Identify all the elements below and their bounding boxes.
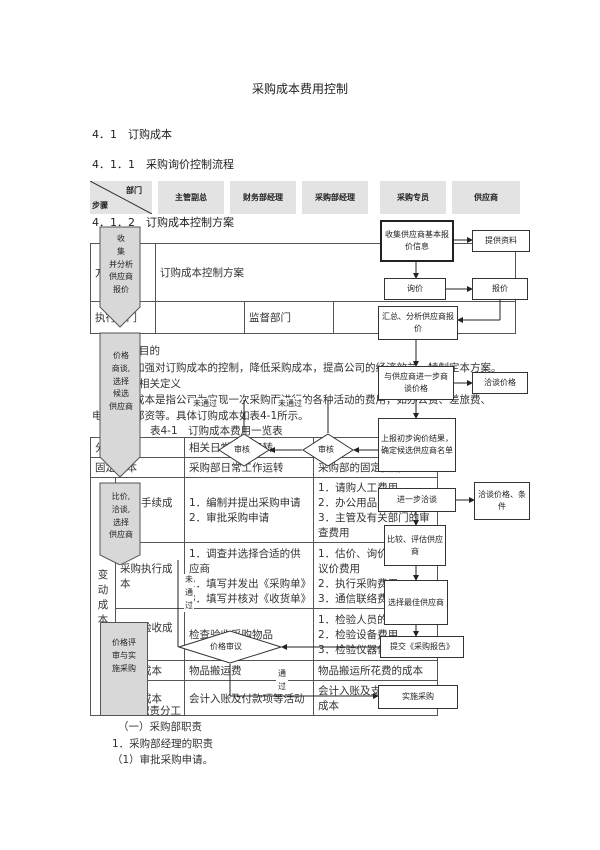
cost-cell: 物品搬运所花费的成本	[313, 660, 438, 681]
step-further-negotiate: 进一步洽谈	[378, 488, 456, 512]
step-implement-purchase: 实施采购	[378, 685, 458, 709]
label-not-passed-3: 未通过	[184, 574, 194, 613]
label-not-passed-2: 未通过	[275, 398, 305, 409]
phase-review-implement: 价格评审与实施采购	[100, 622, 148, 716]
step-select-supplier: 选择最佳供应商	[384, 580, 448, 625]
dept-label: 部门	[126, 186, 142, 195]
step-quote: 报价	[472, 278, 528, 300]
section-4-1: 4．1 订购成本	[92, 128, 172, 141]
section-4-1-2: 4．1．2 订购成本控制方案	[92, 216, 234, 229]
swimlane-header: 部门 步骤 主管副总 财务部经理 采购部经理 采购专员 供应商	[90, 181, 520, 214]
step-provide-data: 提供资料	[472, 230, 530, 252]
step-submit-report: 提交《采购报告》	[380, 636, 464, 658]
step-label: 步骤	[92, 201, 108, 210]
cost-cell: 会计入账及付款项等活动	[184, 680, 314, 716]
step-price-terms: 洽谈价格、条件	[474, 482, 530, 520]
phase-column: 收集并分析供应商报价 价格商谈,选择候选供应商 比价,洽谈,选择供应商	[98, 225, 144, 565]
body-heading-4: （一）采购部职责	[118, 721, 202, 733]
decision-review-2: 审核	[302, 433, 354, 467]
step-summarize-quotes: 汇总、分析供应商报价	[378, 306, 458, 340]
step-evaluate-suppliers: 比较、评估供应商	[384, 525, 446, 566]
body-heading-5: 1．采购部经理的职责	[112, 738, 214, 750]
lane-purchasing-manager: 采购部经理	[302, 181, 368, 214]
step-negotiate-price: 与供应商进一步商谈价格	[378, 366, 454, 400]
step-price-talks: 洽谈价格	[472, 372, 528, 394]
label-passed: 通过	[276, 668, 288, 694]
lane-purchasing-specialist: 采购专员	[380, 181, 446, 214]
decision-review-1: 审核	[218, 433, 270, 467]
table-caption: 表4-1 订购成本费用一览表	[150, 425, 283, 437]
phase-negotiate: 价格商谈,选择候选供应商	[109, 351, 133, 412]
plan-cell: 监督部门	[244, 301, 334, 334]
label-not-passed-1: 未通过	[190, 398, 220, 409]
lane-corner: 部门 步骤	[90, 181, 152, 214]
body-paragraph-3: 电话费、邮资等。具体订购成本如表4-1所示。	[92, 410, 309, 422]
section-4-1-1: 4．1．1 采购询价控制流程	[92, 158, 234, 171]
lane-supplier: 供应商	[452, 181, 520, 214]
step-inquire: 询价	[384, 278, 446, 300]
phase-compare: 比价,洽谈,选择供应商	[109, 492, 133, 540]
phase-collect: 收集并分析供应商报价	[109, 234, 133, 295]
step-report-preliminary: 上报初步询价结果，确定候选供应商名单	[378, 418, 456, 472]
lane-vp: 主管副总	[158, 181, 224, 214]
decision-price-review: 价格审议	[177, 630, 283, 664]
lane-finance-manager: 财务部经理	[230, 181, 296, 214]
document-title: 采购成本费用控制	[251, 82, 348, 96]
body-heading-6: （1）审批采购申请。	[112, 754, 214, 766]
step-collect-supplier-info: 收集供应商基本报价信息	[380, 220, 454, 262]
